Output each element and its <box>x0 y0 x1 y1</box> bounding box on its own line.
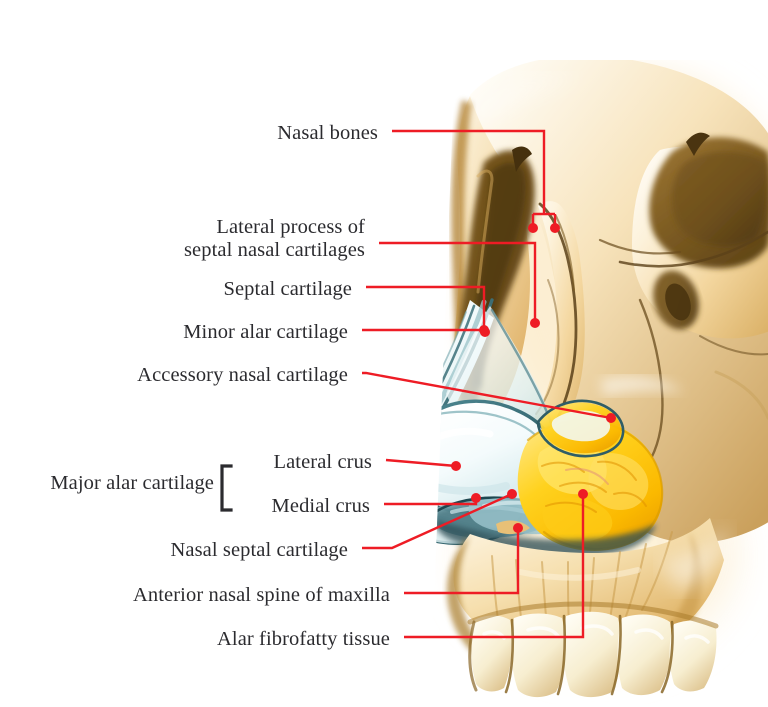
paint-breakup-3 <box>470 76 580 122</box>
leader-accessory-nasal-cartilage <box>362 371 612 420</box>
leader-dot-nasal-bones-1 <box>528 223 538 233</box>
label-line: Lateral crus <box>273 451 372 473</box>
leader-dot-nasal-septal-cartilage <box>507 489 517 499</box>
label-septal-cartilage: Septal cartilage <box>223 278 352 301</box>
leader-dot-anterior-nasal-spine-of-maxilla <box>513 523 523 533</box>
leader-dot-accessory-nasal-cartilage <box>606 413 616 423</box>
leader-dot-nasal-bones-2 <box>550 223 560 233</box>
label-anterior-nasal-spine-of-maxilla: Anterior nasal spine of maxilla <box>133 584 390 607</box>
accessory-cartilage-outline <box>536 399 625 458</box>
leader-anterior-nasal-spine-of-maxilla <box>404 528 520 595</box>
label-line: Minor alar cartilage <box>183 321 348 343</box>
maxilla-highlight <box>517 567 641 581</box>
infraorbital-foramen-core <box>665 283 691 321</box>
leader-nasal-septal-cartilage <box>362 492 513 550</box>
nasal-crest-line <box>555 215 575 291</box>
label-line: Major alar cartilage <box>50 472 214 494</box>
tooth-5 <box>669 620 717 692</box>
fibrofatty-lobule-3 <box>542 497 613 542</box>
label-minor-alar-cartilage: Minor alar cartilage <box>183 321 348 344</box>
leader-dot-alar-fibrofatty-tissue <box>578 489 588 499</box>
label-line: septal nasal cartilages <box>183 239 365 261</box>
leader-dot-lateral-process-septal-nasal-cartilages <box>530 318 540 328</box>
nasal-bone-notch <box>512 146 532 172</box>
tooth-3 <box>563 611 622 698</box>
leader-dot-lateral-crus <box>451 461 461 471</box>
label-line: Anterior nasal spine of maxilla <box>133 584 390 606</box>
label-nasal-septal-cartilage: Nasal septal cartilage <box>170 539 348 562</box>
label-line: Lateral process of <box>216 216 365 238</box>
nasal-bone-highlight <box>476 169 494 294</box>
facial-skeleton-group <box>430 60 768 698</box>
tooth-1 <box>471 615 512 692</box>
label-line: Septal cartilage <box>223 278 352 300</box>
leader-dot-minor-alar-cartilage <box>480 327 490 337</box>
lateral-cheek-highlight <box>714 370 768 420</box>
label-lateral-crus: Lateral crus <box>273 451 372 474</box>
gumline-shadow <box>467 601 719 629</box>
leader-alar-fibrofatty-tissue <box>404 494 585 639</box>
leader-septal-cartilage <box>366 285 486 330</box>
fibrofatty-pink-vessel <box>565 467 609 485</box>
label-nasal-bones: Nasal bones <box>277 122 378 145</box>
leader-dot-medial-crus <box>471 493 481 503</box>
maxillary-teeth <box>467 601 719 698</box>
leader-lateral-process-septal-nasal-cartilages <box>379 241 537 323</box>
bracket-major-alar-cartilage <box>220 464 233 512</box>
supraorbital-notch-mark <box>686 132 710 156</box>
maxilla-left-edge-shadow <box>446 536 494 660</box>
tip-soft-shade <box>430 478 510 495</box>
fibrofatty-striations <box>541 460 647 513</box>
leader-lateral-crus <box>385 458 457 468</box>
tooth-left-edge-dark <box>468 620 478 692</box>
orbital-shadow-core <box>671 151 767 247</box>
piriform-inner-fold <box>535 279 560 415</box>
label-line: Medial crus <box>271 495 370 517</box>
label-line: Nasal bones <box>277 122 378 144</box>
label-line: Alar fibrofatty tissue <box>217 628 390 650</box>
leader-line-group <box>220 129 616 639</box>
zygomaticomaxillary-suture <box>618 230 768 268</box>
paint-breakup-1 <box>600 376 684 396</box>
paint-breakup-2 <box>660 526 730 592</box>
teeth-separation-lines <box>504 614 674 696</box>
dorsum-stripe-faint <box>430 311 467 491</box>
cheek-contour-line <box>699 335 768 356</box>
tooth-2 <box>511 613 566 698</box>
teeth-enamel-highlights <box>482 624 710 644</box>
accessory-cartilage-core <box>551 410 611 442</box>
infraorbital-rim-line <box>598 238 682 255</box>
tip-highlight <box>430 427 494 450</box>
dorsum-stripe-inner <box>430 304 476 494</box>
label-accessory-nasal-cartilage: Accessory nasal cartilage <box>137 364 348 387</box>
label-major-alar-cartilage: Major alar cartilage <box>50 472 214 495</box>
leader-nasal-bones <box>392 129 557 228</box>
maxillary-suture-line <box>638 298 664 466</box>
label-medial-crus: Medial crus <box>272 495 370 518</box>
label-line: Nasal septal cartilage <box>170 539 348 561</box>
label-alar-fibrofatty-tissue: Alar fibrofatty tissue <box>217 628 390 651</box>
tooth-4 <box>617 614 672 696</box>
label-line: Accessory nasal cartilage <box>137 364 348 386</box>
